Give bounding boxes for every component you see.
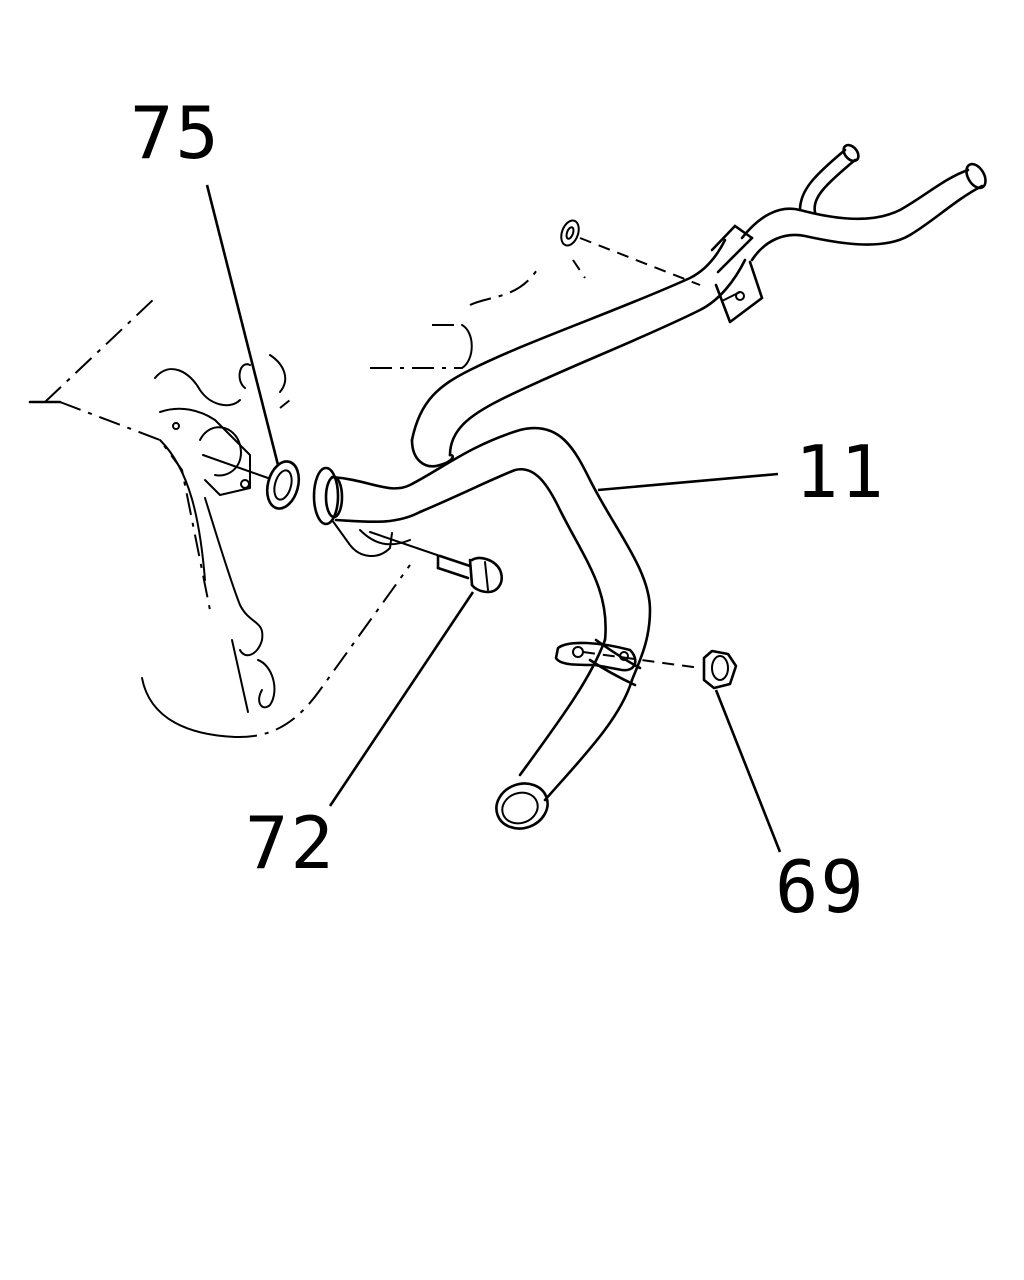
leader-11 [597, 472, 779, 492]
flange-bolt [369, 531, 503, 594]
leader-lines [205, 184, 782, 853]
upper-washer [560, 219, 701, 286]
gasket-ring [202, 454, 301, 510]
callout-69: 69 [775, 845, 866, 929]
hex-nut [582, 649, 738, 690]
coolant-pipe [312, 143, 987, 830]
leader-69 [714, 689, 782, 853]
callout-72: 72 [245, 801, 336, 885]
callout-11: 11 [795, 430, 886, 514]
leader-75 [205, 184, 280, 466]
leader-72 [328, 591, 475, 807]
engine-block-outline [28, 259, 586, 739]
callout-75: 75 [130, 91, 221, 175]
callouts: 75 11 72 69 [130, 91, 886, 929]
